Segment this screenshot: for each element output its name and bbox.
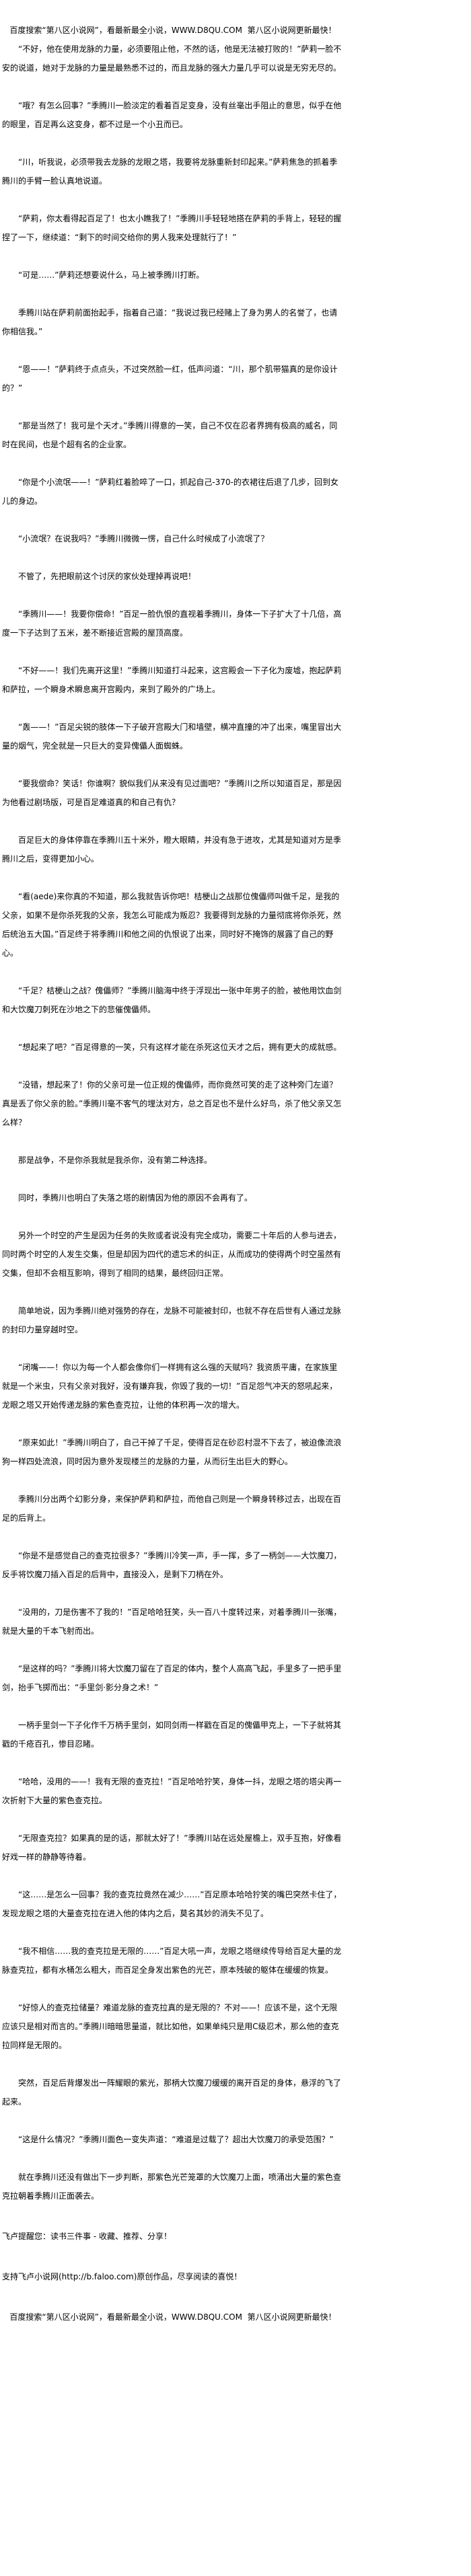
chapter-paragraph: “哈哈，没用的——！我有无限的查克拉！”百足哈哈狞笑，身体一抖，龙眼之塔的塔尖再… — [2, 1777, 342, 1805]
chapter-body: “不好，他在使用龙脉的力量，必须要阻止他，不然的话，他是无法被打败的！”萨莉一脸… — [2, 40, 344, 2205]
chapter-paragraph: “千足？桔梗山之战？傀儡师？”季腾川脑海中终于浮现出一张中年男子的脸，被他用饮血… — [2, 986, 342, 1014]
site-banner-top: 百度搜索“第八区小说网”，看最新最全小说，WWW.D8QU.COM 第八区小说网… — [9, 26, 336, 35]
chapter-paragraph: “无限查克拉？如果真的是的话，那就太好了！”季腾川站在远处屋檐上，双手互抱，好像… — [2, 1833, 342, 1862]
chapter-paragraph: 另外一个时空的产生是因为任务的失败或者说没有完全成功，需要二十年后的人参与进去，… — [2, 1231, 342, 1278]
chapter-paragraph: “那是当然了！我可是个天才。”季腾川得意的一笑，自己不仅在忍者界拥有极高的威名，… — [2, 421, 338, 449]
chapter-paragraph: 不管了，先把眼前这个讨厌的家伙处理掉再说吧！ — [18, 572, 196, 581]
chapter-paragraph: “不好，他在使用龙脉的力量，必须要阻止他，不然的话，他是无法被打败的！”萨莉一脸… — [2, 44, 342, 73]
site-banner-bottom: 百度搜索“第八区小说网”，看最新最全小说，WWW.D8QU.COM 第八区小说网… — [9, 2312, 336, 2322]
chapter-paragraph: 季腾川分出两个幻影分身，来保护萨莉和萨拉，而他自己则是一个瞬身转移过去，出现在百… — [2, 1494, 342, 1523]
chapter-paragraph: 突然，百足后背爆发出一阵耀眼的紫光，那柄大饮魔刀缓缓的离开百足的身体，悬浮的飞了… — [2, 2078, 342, 2107]
chapter-paragraph: “萨莉，你太看得起百足了！也太小瞧我了！”季腾川手轻轻地搭在萨莉的手背上，轻轻的… — [2, 214, 342, 242]
chapter-paragraph: “川，听我说，必须带我去龙脉的龙眼之塔，我要将龙脉重新封印起来。”萨莉焦急的抓着… — [2, 157, 338, 186]
chapter-paragraph: “季腾川——！我要你偿命！”百足一脸仇恨的直视着季腾川，身体一下子扩大了十几倍，… — [2, 609, 342, 638]
chapter-paragraph: “你是个小流氓——！”萨莉红着脸啐了一口，抓起自己-370-的衣裙往后退了几步，… — [2, 478, 339, 506]
chapter-paragraph: “原来如此！”季腾川明白了，自己干掉了千足，使得百足在砂忍村混不下去了，被迫像流… — [2, 1438, 342, 1466]
chapter-paragraph: 那是战争，不是你杀我就是我杀你，没有第二种选择。 — [18, 1156, 213, 1165]
chapter-paragraph: “可是……”萨莉还想要说什么，马上被季腾川打断。 — [18, 270, 205, 280]
footer-reminder: 飞卢提醒您：读书三件事 - 收藏、推荐、分享！ — [2, 2232, 172, 2241]
chapter-paragraph: “没用的，刀是伤害不了我的！”百足哈哈狂笑，头一百八十度转过来，对着季腾川一张嘴… — [2, 1607, 342, 1636]
chapter-paragraph: 百足巨大的身体停靠在季腾川五十米外，瞪大眼睛，并没有急于进攻，尤其是知道对方是季… — [2, 835, 342, 864]
chapter-paragraph: 就在季腾川还没有做出下一步判断，那紫色光芒笼罩的大饮魔刀上面，喷涌出大量的紫色查… — [2, 2172, 342, 2201]
chapter-paragraph: “是这样的吗？”季腾川将大饮魔刀留在了百足的体内，整个人高高飞起，手里多了一把手… — [2, 1664, 342, 1692]
chapter-paragraph: “闭嘴——！你以为每一个人都会像你们一样拥有这么强的天赋吗？我资质平庸，在家族里… — [2, 1363, 338, 1410]
chapter-paragraph: “要我偿命？笑话！你谁啊？貌似我们从来没有见过面吧？”季腾川之所以知道百足，那是… — [2, 779, 342, 807]
chapter-paragraph: “小流氓？在说我吗？”季腾川微微一愣，自己什么时候成了小流氓了？ — [18, 534, 269, 543]
chapter-paragraph: 季腾川站在萨莉前面抬起手，指着自己道：“我说过我已经赌上了身为男人的名誉了，也请… — [2, 308, 338, 336]
footer-support-link: 支持飞卢小说网(http://b.faloo.com)原创作品，尽享阅读的喜悦！ — [2, 2272, 242, 2281]
chapter-paragraph: “看(aede)来你真的不知道，那么我就告诉你吧！桔梗山之战那位傀儡师叫做千足，… — [2, 892, 342, 958]
chapter-paragraph: “恩——！”萨莉终于点点头，不过突然脸一红，低声问道：“川，那个肌带猫真的是你设… — [2, 365, 338, 393]
chapter-paragraph: “好惊人的查克拉储量？难道龙脉的查克拉真的是无限的？不对——！应该不是，这个无限… — [2, 2003, 339, 2050]
chapter-paragraph: “我不相信……我的查克拉是无限的……”百足大吼一声，龙眼之塔继续传导给百足大量的… — [2, 1946, 342, 1975]
chapter-reader: 百度搜索“第八区小说网”，看最新最全小说，WWW.D8QU.COM 第八区小说网… — [2, 26, 344, 2322]
chapter-paragraph: “这是什么情况？”季腾川面色一变失声道：“难道是过载了？超出大饮魔刀的承受范围？… — [18, 2135, 334, 2144]
chapter-paragraph: “这……是怎么一回事？我的查克拉竟然在减少……”百足原本哈哈狞笑的嘴巴突然卡住了… — [2, 1890, 342, 1918]
chapter-paragraph: “没错，想起来了！你的父亲可是一位正规的傀儡师，而你竟然可笑的走了这种旁门左道？… — [2, 1080, 342, 1127]
chapter-paragraph: 同时，季腾川也明白了失落之塔的剧情因为他的原因不会再有了。 — [18, 1193, 253, 1203]
chapter-paragraph: “不好——！我们先离开这里！”季腾川知道打斗起来，这宫殿会一下子化为废墟，抱起萨… — [2, 666, 342, 694]
chapter-paragraph: “轰——！”百足尖锐的肢体一下子破开宫殿大门和墙壁，横冲直撞的冲了出来，嘴里冒出… — [2, 722, 342, 751]
chapter-paragraph: “想起来了吧？”百足得意的一笑，只有这样才能在杀死这位天才之后，拥有更大的成就感… — [18, 1043, 342, 1052]
chapter-paragraph: “哦？有怎么回事？”季腾川一脸淡定的看着百足变身，没有丝毫出手阻止的意思，似乎在… — [2, 101, 342, 129]
chapter-paragraph: 一柄手里剑一下子化作千万柄手里剑，如同剑雨一样戳在百足的傀儡甲克上，一下子就将其… — [2, 1720, 342, 1749]
chapter-paragraph: 简单地说，因为季腾川绝对强势的存在，龙脉不可能被封印，也就不存在后世有人通过龙脉… — [2, 1306, 342, 1334]
chapter-paragraph: “你是不是感觉自己的查克拉很多？”季腾川冷笑一声，手一挥，多了一柄剑——大饮魔刀… — [2, 1551, 342, 1579]
